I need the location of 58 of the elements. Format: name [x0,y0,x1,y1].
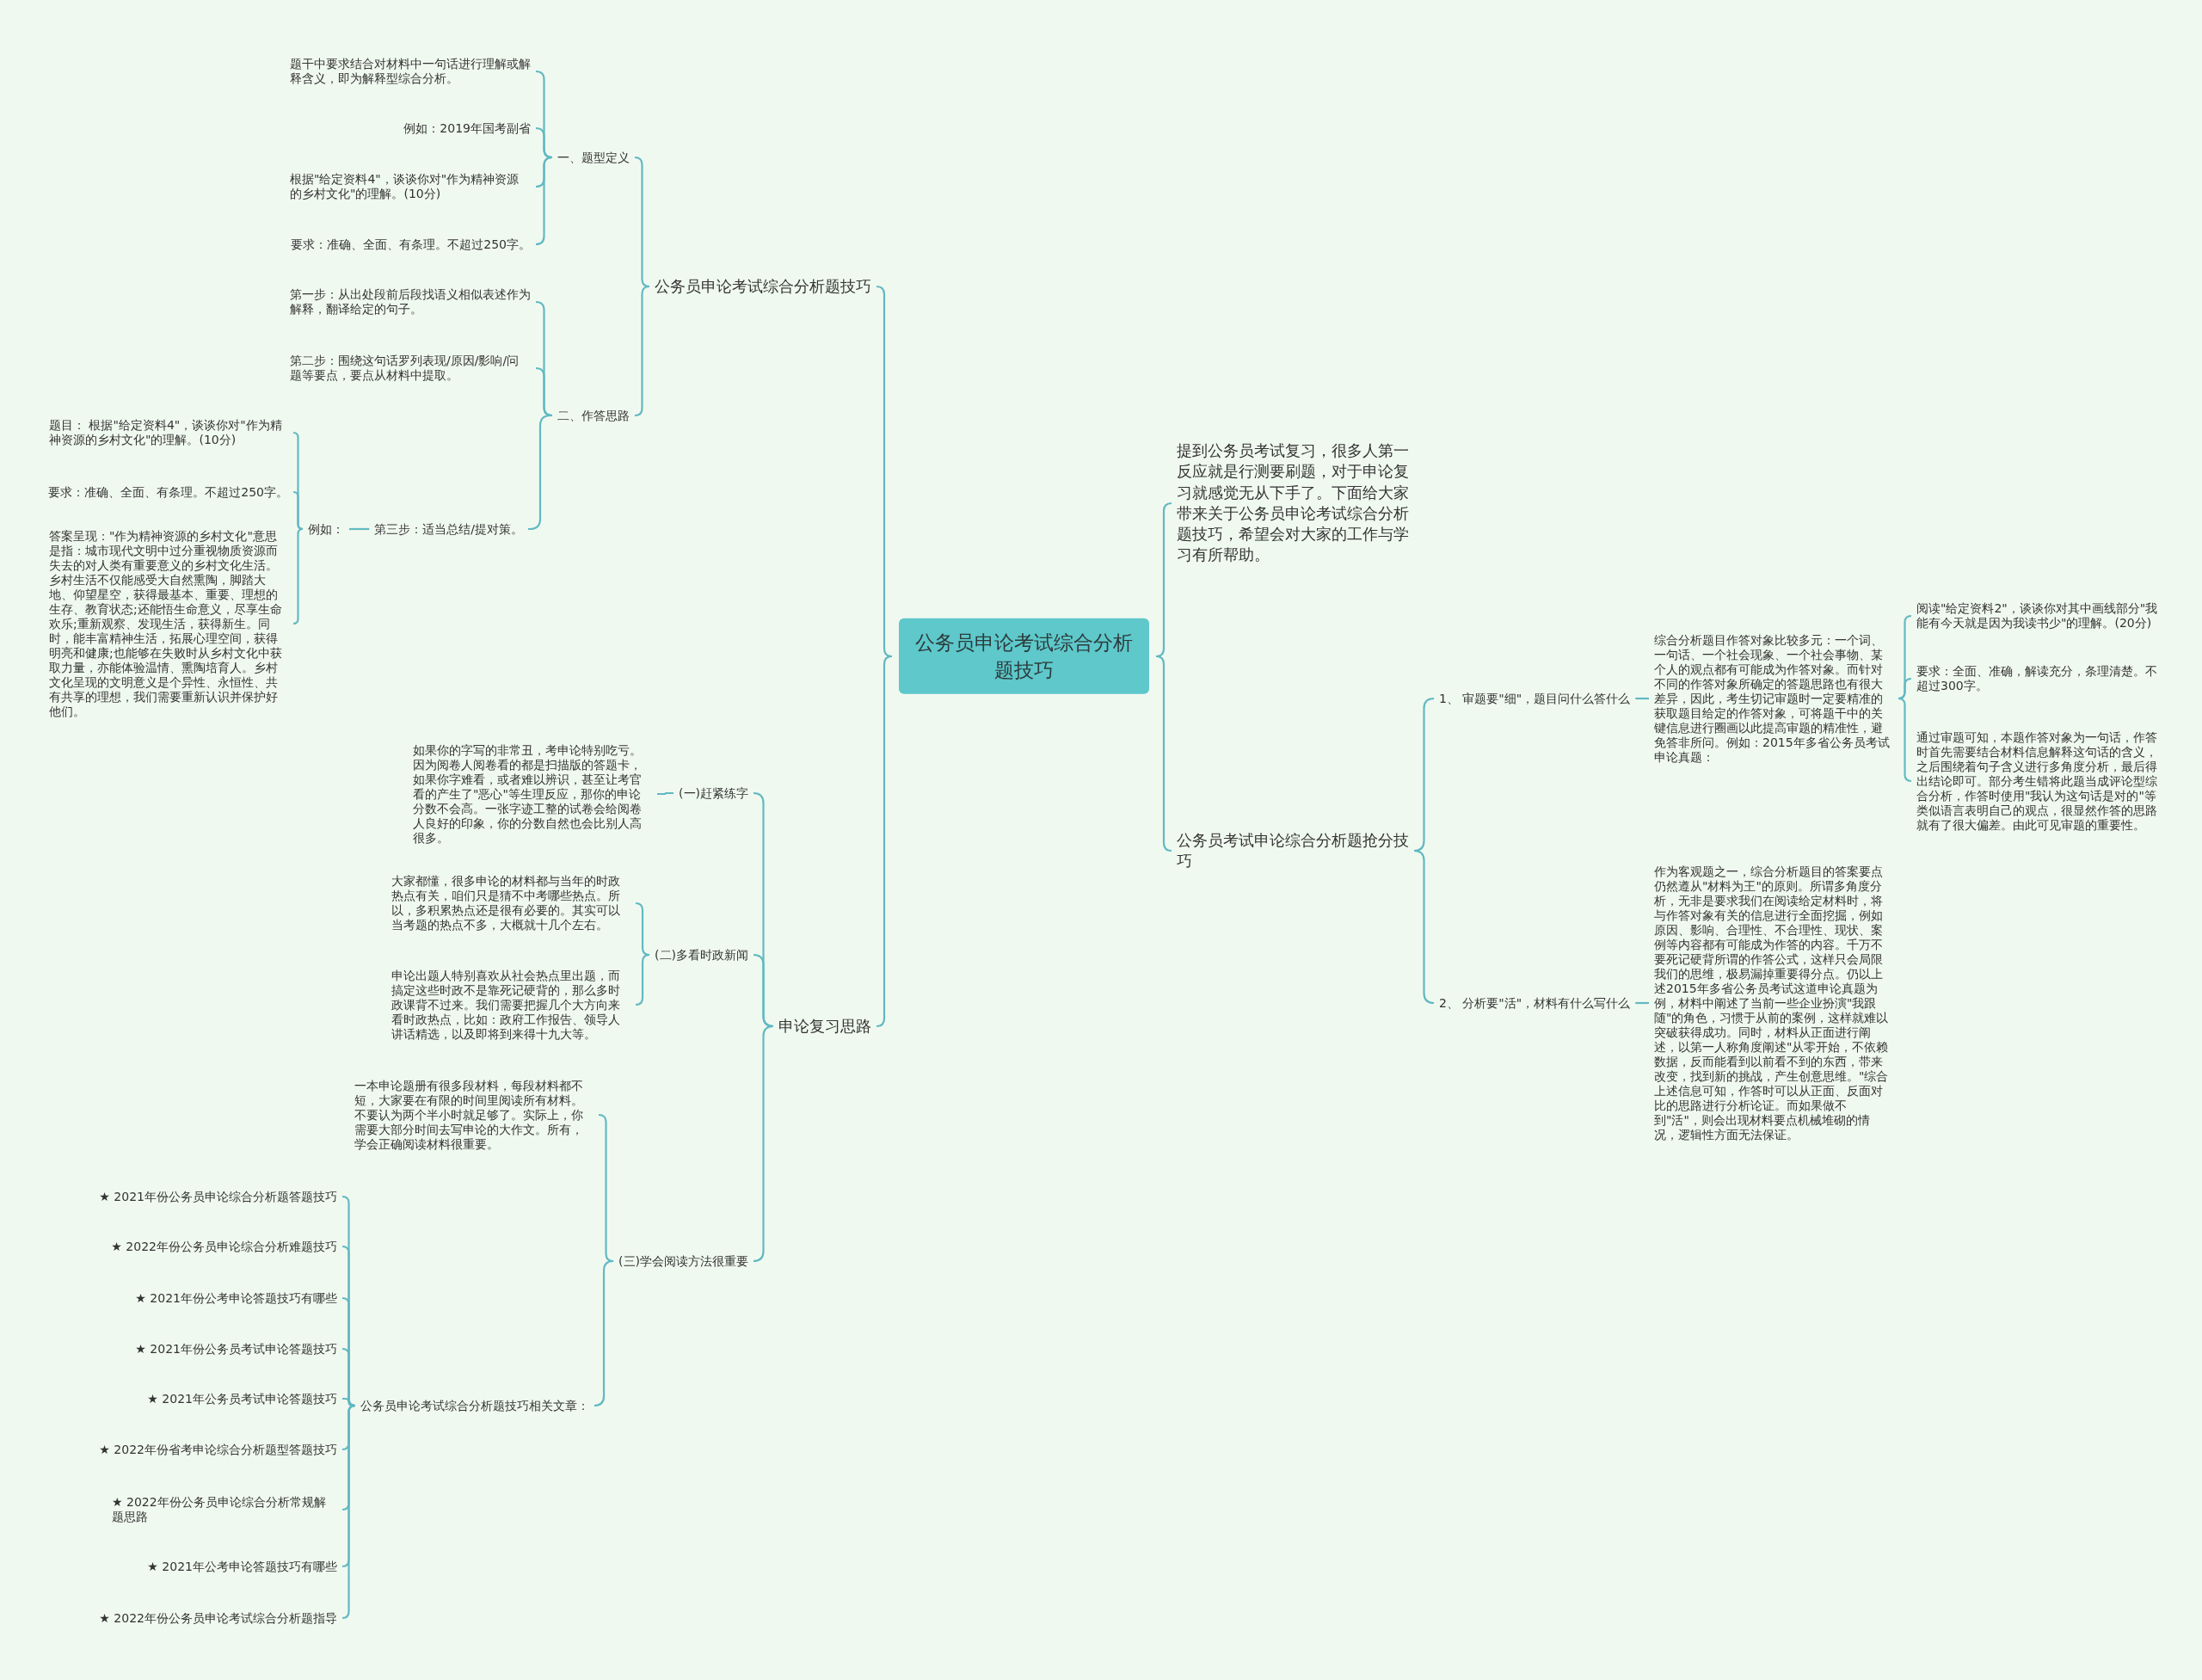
note-text: 申论出题人特别喜欢从社会热点里出题，而搞定这些时政不是靠死记硬背的，那么多时政课背不过来。我们需要把握几个大方向来看时政热点，比如：政府工作报告、领导人讲话精选，以及即将到来得十九大等。 [391,968,630,1042]
connector-line [752,1025,775,1263]
note-text: 第一步：从出处段前后段找语义相似表述作为解释，翻译给定的句子。 [290,287,531,317]
note-text: 答案呈现："作为精神资源的乡村文化"意思是指：城市现代文明中过分重视物质资源而失去的对人类有重要意义的乡村文化生活。乡村生活不仅能感受大自然熏陶，脚踏大地、仰望星空，获得最基本、重要、理想的生存、教育状态;还能悟生命意义，尽享生命欢乐;重新观察、发现生活，获得新生。同时，能丰富精神生活，拓展心理空间，获得明亮和健康;也能够在失败时从乡村文化中获取力量，亦能体验温情、熏陶培育人。乡村文化呈现的文明意义是个异性、永恒性、共有共享的理想，我们需要重新认识并保护好他们。 [49,528,288,719]
topic-label: (三)学会阅读方法很重要 [618,1253,748,1269]
note-text: 题干中要求结合对材料中一句话进行理解或解释含义，即为解释型综合分析。 [290,57,531,86]
connector-line [341,1404,357,1620]
note-text: 大家都懂，很多申论的材料都与当年的时政热点有关，咱们只是猜不中考哪些热点。所以，多积累热点还是很有必要的。其实可以当考题的热点不多，大概就十几个左右。 [391,874,630,932]
article-link-text: ★ 2022年份公务员申论综合分析常规解题思路 [112,1495,337,1524]
topic-label: (二)多看时政新闻 [655,947,748,963]
note-text: 综合分析题目作答对象比较多元：一个词、一句话、一个社会现象、一个社会事物、某个人的观点都有可能成为作答对象。而针对不同的作答对象所确定的答题思路也有很大差异，因此，考生切记审题时一定要精准的获取题目给定的作答对象，可将题干中的关键信息进行圈画以此提高审题的精准性，避免答非所问。例如：2015年多省公务员考试申论真题： [1654,632,1893,765]
topic-label: 1、 审题要"细"，题目问什么答什么 [1439,691,1631,706]
connector-line [1635,1001,1649,1005]
topic-label: 2、 分析要"活"，材料有什么写什么 [1439,995,1631,1011]
article-link-text: ★ 2021年份公务员考试申论答题技巧 [135,1341,337,1357]
note-text: 要求：准确、全面、有条理。不超过250字。 [291,237,531,252]
topic-label: 二、作答思路 [557,408,630,423]
note-text: 根据"给定资料4"，谈谈你对"作为精神资源的乡村文化"的理解。(10分) [290,172,531,201]
article-link-text: ★ 2022年份公务员申论考试综合分析题指导 [99,1610,337,1626]
connector-line [633,285,651,417]
note-text: 例如：2019年国考副省 [403,120,531,136]
note-text: 要求：全面、准确，解读充分，条理清楚。不超过300字。 [1916,664,2162,693]
article-link-text: ★ 2021年份公考申论答题技巧有哪些 [135,1290,337,1306]
connector-line [593,1259,615,1407]
branch-label: 公务员考试申论综合分析题抢分技巧 [1177,829,1409,872]
note-text: 一本申论题册有很多段材料，每段材料都不短，大家要在有限的时间里阅读所有材料。不要认为两个半小时就足够了。实际上，你需要大部分时间去写申论的大作文。所有，学会正确阅读材料很重要。 [354,1078,594,1152]
connector-line [1635,697,1649,700]
intro-text: 提到公务员考试复习，很多人第一反应就是行测要刷题，对于申论复习就感觉无从下手了。下面给大家带来关于公务员申论考试综合分析题技巧，希望会对大家的工作与学习有所帮助。 [1177,440,1409,566]
branch-label: 申论复习思路 [778,1015,871,1037]
connector-line [1154,655,1173,852]
central-topic-box: 公务员申论考试综合分析题技巧 [899,618,1149,695]
topic-label: 公务员申论考试综合分析题技巧相关文章： [360,1398,589,1413]
note-text: 作为客观题之一，综合分析题目的答案要点仍然遵从"材料为王"的原则。所谓多角度分析，无非是要求我们在阅读给定材料时，将与作答对象有关的信息进行全面挖掘，例如原因、影响、合理性、不合理性、现状、案例等内容都有可能成为作答的内容。千万不要死记硬背所谓的作答公式，这样只会局限我们的思维，极易漏掉重要得分点。仍以上述2015年多省公务员考试这道申论真题为例，材料中阐述了当前一些企业扮演"我跟随"的角色，习惯于从前的案例，这样就难以突破获得成功。同时，材料从正面进行阐述，以第一人称角度阐述"从零开始，不依赖数据，反而能看到以前看不到的东西，带来改变，找到新的挑战，产生创意思维。"综合上述信息可知，作答时可以从正面、反面对比的思路进行分析论证。而如果做不到"活"，则会出现材料要点机械堆砌的情况，逻辑性方面无法保证。 [1654,864,1893,1142]
note-text: 第二步：围绕这句话罗列表现/原因/影响/问题等要点，要点从材料中提取。 [290,354,531,383]
topic-label: 第三步：适当总结/提对策。 [374,521,523,537]
connector-line [1412,849,1436,1005]
connector-line [1897,697,1913,783]
article-link-text: ★ 2022年份公务员申论综合分析难题技巧 [111,1239,337,1254]
connector-line [657,791,674,796]
article-link-text: ★ 2022年份省考申论综合分析题型答题技巧 [99,1442,337,1457]
article-link-text: ★ 2021年公务员考试申论答题技巧 [147,1391,337,1406]
note-text: 如果你的字写的非常丑，考申论特别吃亏。因为阅卷人阅卷看的都是扫描版的答题卡，如果你字难看，或者难以辨识，甚至让考官看的产生了"恶心"等生理反应，那你的申论分数不会高。一张字迹工整的试卷会给阅卷人良好的印象，你的分数自然也会比别人高很多。 [413,742,652,846]
topic-label: (一)赶紧练字 [679,785,748,801]
note-text: 通过审题可知，本题作答对象为一句话，作答时首先需要结合材料信息解释这句话的含义，之后围绕着句子含义进行多角度分析，最后得出结论即可。部分考生错将此题当成评论型综合分析，作答时使用"我认为这句话是对的"等类似语言表明自己的观点，很显然作答的思路就有了很大偏差。由此可见审题的重要性。 [1916,729,2162,833]
connector-line [292,527,304,625]
connector-line [349,527,370,531]
topic-label: 一、题型定义 [557,150,630,165]
article-link-text: ★ 2021年公考申论答题技巧有哪些 [147,1559,337,1574]
note-text: 阅读"给定资料2"，谈谈你对其中画线部分"我能有今天就是因为我读书少"的理解。(20分) [1916,601,2162,631]
connector-line [534,156,554,246]
note-text: 要求：准确、全面、有条理。不超过250字。 [48,484,288,500]
connector-line [634,953,651,1006]
article-link-text: ★ 2021年份公务员申论综合分析题答题技巧 [99,1189,337,1204]
connector-line [528,414,552,531]
topic-label: 例如： [308,521,344,537]
branch-label: 公务员申论考试综合分析题技巧 [655,275,871,298]
note-text: 题目： 根据"给定资料4"，谈谈你对"作为精神资源的乡村文化"的理解。(10分) [49,418,288,447]
connector-line [875,655,894,1028]
